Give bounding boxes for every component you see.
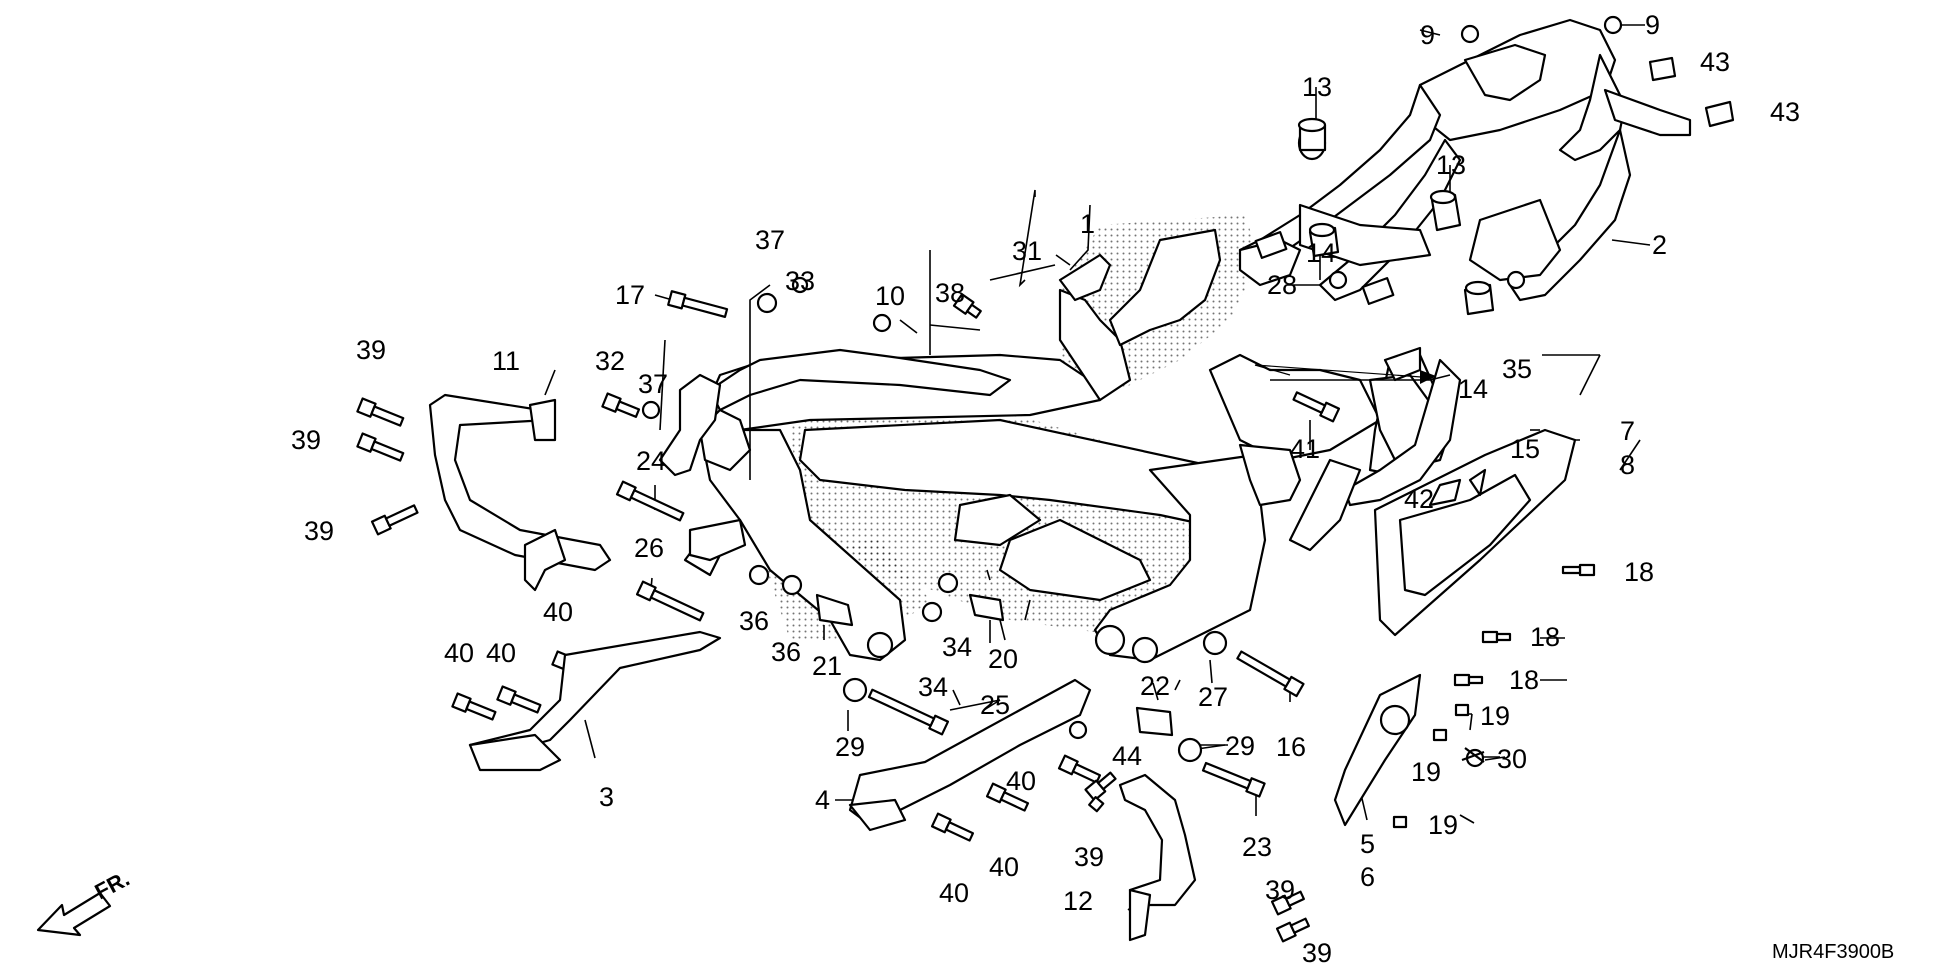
brackets xyxy=(468,630,1092,832)
callout-10: 10 xyxy=(875,281,905,311)
callout-40-e: 40 xyxy=(989,852,1019,882)
callout-5: 5 xyxy=(1360,829,1375,859)
bolts xyxy=(356,290,1596,943)
callout-41: 41 xyxy=(1290,434,1320,464)
callout-40-f: 40 xyxy=(939,878,969,908)
callout-44: 44 xyxy=(1112,741,1142,771)
callout-43-top: 43 xyxy=(1700,47,1730,77)
callout-17: 17 xyxy=(615,280,645,310)
callout-18-mid: 18 xyxy=(1530,622,1560,652)
callout-16: 16 xyxy=(1276,732,1306,762)
callout-13-mid: 13 xyxy=(1436,150,1466,180)
callout-35: 35 xyxy=(1502,354,1532,384)
fr-arrow xyxy=(36,891,112,937)
guard-bars xyxy=(428,393,1197,942)
callout-3: 3 xyxy=(599,782,614,812)
callout-34-left: 34 xyxy=(918,672,948,702)
callout-21: 21 xyxy=(812,651,842,681)
callout-39-f: 39 xyxy=(1302,938,1332,966)
callout-18-bottom: 18 xyxy=(1509,665,1539,695)
callout-14-bottom: 14 xyxy=(1458,374,1488,404)
main-frame xyxy=(698,228,1462,664)
callout-4: 4 xyxy=(815,785,830,815)
callout-7: 7 xyxy=(1620,416,1635,446)
callout-8: 8 xyxy=(1620,450,1635,480)
callout-15: 15 xyxy=(1510,434,1540,464)
callout-19-c: 19 xyxy=(1428,810,1458,840)
callout-30: 30 xyxy=(1497,744,1527,774)
callout-39-d: 39 xyxy=(1074,842,1104,872)
callout-28: 28 xyxy=(1267,270,1297,300)
callout-27: 27 xyxy=(1198,682,1228,712)
callout-36-bottom: 36 xyxy=(771,637,801,667)
callout-29-right: 29 xyxy=(1225,731,1255,761)
callout-32: 32 xyxy=(595,346,625,376)
callout-37-mid: 37 xyxy=(638,369,668,399)
callout-43-bottom: 43 xyxy=(1770,97,1800,127)
callout-34-right: 34 xyxy=(942,632,972,662)
callout-13-top: 13 xyxy=(1302,72,1332,102)
callout-31: 31 xyxy=(1012,236,1042,266)
callout-36-top: 36 xyxy=(739,606,769,636)
frame-left-rail xyxy=(658,348,1012,577)
callout-12: 12 xyxy=(1063,886,1093,916)
callout-23: 23 xyxy=(1242,832,1272,862)
callout-14 xyxy=(1254,364,1436,384)
callout-33: 33 xyxy=(785,266,815,296)
callout-9-right: 9 xyxy=(1645,10,1660,40)
callout-39-b: 39 xyxy=(291,425,321,455)
callout-39-a: 39 xyxy=(356,335,386,365)
diagram-code: MJR4F3900B xyxy=(1772,941,1894,963)
callout-40-d: 40 xyxy=(1006,766,1036,796)
callout-42: 42 xyxy=(1404,484,1434,514)
callout-11: 11 xyxy=(492,346,520,376)
callout-25: 25 xyxy=(980,690,1010,720)
callout-26: 26 xyxy=(634,533,664,563)
callout-19-b: 19 xyxy=(1411,757,1441,787)
side-covers xyxy=(1333,428,1577,827)
callout-37-top: 37 xyxy=(755,225,785,255)
callout-22: 22 xyxy=(1140,671,1170,701)
callout-9-left: 9 xyxy=(1420,20,1435,50)
rear-subframe xyxy=(1238,18,1692,306)
callout-40-a: 40 xyxy=(543,597,573,627)
callout-39-c: 39 xyxy=(304,516,334,546)
callout-14-top: 14 xyxy=(1306,238,1336,268)
callout-40-b: 40 xyxy=(444,638,474,668)
callout-38: 38 xyxy=(935,278,965,308)
front-direction-label: FR. xyxy=(91,866,134,905)
bushings-and-nuts xyxy=(641,15,1735,768)
callout-20: 20 xyxy=(988,644,1018,674)
callout-2: 2 xyxy=(1652,230,1667,260)
callout-6: 6 xyxy=(1360,862,1375,892)
leader-lines xyxy=(544,24,1651,911)
callout-19-a: 19 xyxy=(1480,701,1510,731)
callout-18-top: 18 xyxy=(1624,557,1654,587)
callout-29-left: 29 xyxy=(835,732,865,762)
callout-40-c: 40 xyxy=(486,638,516,668)
callout-24: 24 xyxy=(636,446,666,476)
callout-1: 1 xyxy=(1080,209,1095,239)
callout-39-e: 39 xyxy=(1265,875,1295,905)
